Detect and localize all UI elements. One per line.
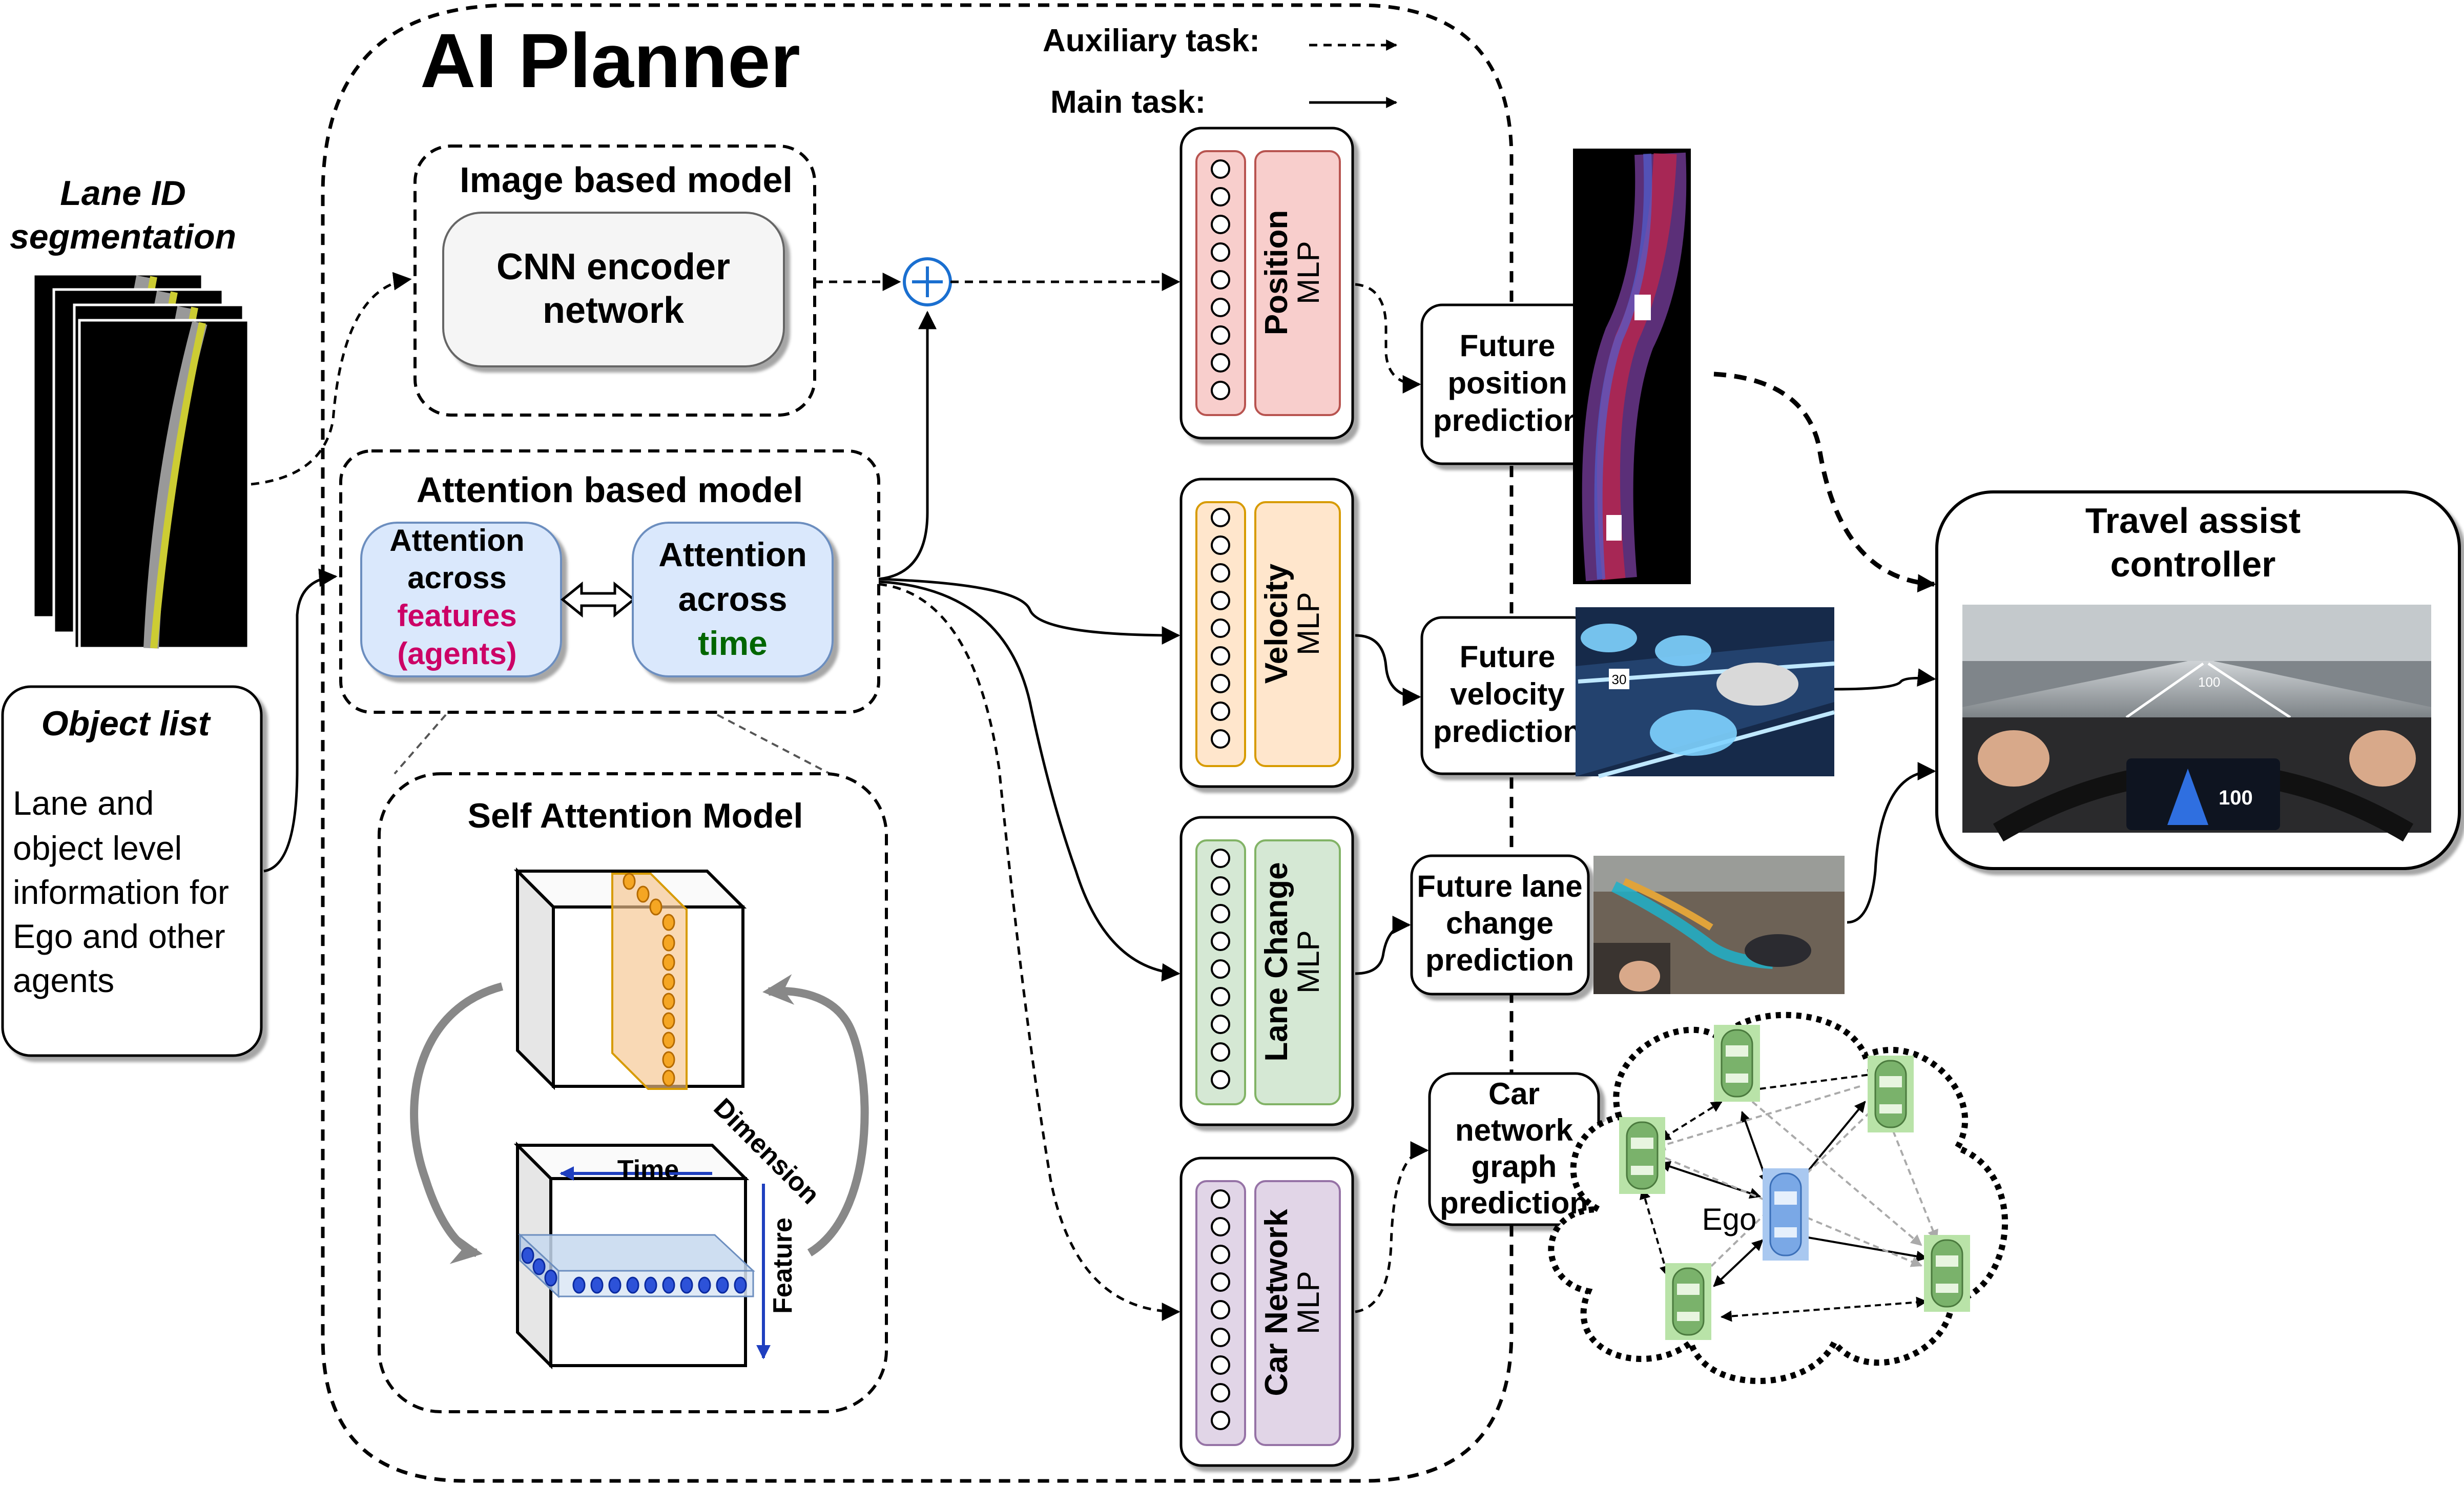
head-velocity-label: Velocity bbox=[1259, 563, 1294, 684]
head-car-network-mlp: MLP bbox=[1291, 1271, 1326, 1334]
car-node-top bbox=[1714, 1025, 1760, 1102]
object-list-box bbox=[1, 685, 263, 1057]
cockpit-hud-speed: 100 bbox=[2198, 674, 2220, 690]
output-lane-1: Future lane bbox=[1417, 869, 1582, 903]
edge-velocity-to-controller bbox=[1834, 668, 1936, 691]
head-velocity-mlp: MLP bbox=[1291, 592, 1326, 655]
head-car-network-label: Car Network bbox=[1259, 1209, 1294, 1396]
image-model-title: Image based model bbox=[460, 160, 793, 200]
ai-planner-container bbox=[321, 3, 1514, 1483]
travel-assist-line1: Travel assist bbox=[2085, 501, 2301, 541]
attention-features-line2: across bbox=[407, 561, 506, 595]
attention-time-line3: time bbox=[698, 624, 768, 662]
head-position: Position MLP bbox=[1179, 127, 1354, 440]
head-lane-change-mlp: MLP bbox=[1291, 930, 1326, 993]
edge-velocity-to-output bbox=[1355, 634, 1421, 706]
head-velocity: Velocity MLP bbox=[1179, 478, 1354, 788]
edge-lane-to-image bbox=[251, 272, 412, 486]
ego-label: Ego bbox=[1702, 1202, 1757, 1236]
lane-id-title-1: Lane ID bbox=[60, 174, 186, 213]
edge-attention-to-velocity bbox=[878, 578, 1181, 645]
edge-attention-to-network bbox=[878, 583, 1181, 1321]
object-list-desc-2: object level bbox=[13, 829, 182, 867]
object-list-desc-3: information for bbox=[13, 873, 229, 911]
car-node-right bbox=[1868, 1056, 1914, 1132]
edge-position-to-controller bbox=[1713, 372, 1936, 593]
attention-features-line4: (agents) bbox=[397, 636, 516, 671]
bidirectional-arrow-icon bbox=[561, 581, 636, 618]
legend-main-label: Main task: bbox=[1050, 85, 1206, 120]
output-lane-box bbox=[1410, 854, 1590, 996]
cycle-arrow-right bbox=[762, 974, 869, 1256]
object-list-desc-1: Lane and bbox=[13, 784, 154, 822]
output-position-3: prediction bbox=[1433, 403, 1582, 438]
cnn-encoder-box bbox=[442, 212, 785, 367]
output-network-2: network bbox=[1455, 1113, 1573, 1147]
output-velocity-3: prediction bbox=[1433, 714, 1582, 749]
edge-attention-to-lane bbox=[878, 580, 1181, 982]
head-lane-change: Lane Change MLP bbox=[1179, 816, 1354, 1126]
edge-object-to-attention bbox=[263, 568, 338, 873]
position-prediction-image bbox=[1573, 149, 1691, 584]
attention-time-box bbox=[632, 522, 834, 677]
travel-assist-line2: controller bbox=[2110, 544, 2276, 584]
output-velocity-2: velocity bbox=[1450, 677, 1565, 711]
head-position-mlp: MLP bbox=[1291, 241, 1326, 304]
diagram-title: AI Planner bbox=[420, 17, 800, 104]
velocity-prediction-image: 30 bbox=[1576, 607, 1835, 778]
cockpit-speed: 100 bbox=[2219, 787, 2253, 809]
edge-attention-to-plus bbox=[878, 311, 937, 581]
output-network-1: Car bbox=[1488, 1077, 1540, 1111]
object-list-desc-4: Ego and other bbox=[13, 917, 225, 955]
sign-value: 30 bbox=[1612, 672, 1627, 687]
cycle-arrow-left bbox=[410, 982, 504, 1264]
edge-lane-to-output bbox=[1355, 916, 1411, 975]
lane-segmentation-stack bbox=[32, 273, 250, 650]
self-attention-box bbox=[378, 772, 888, 1413]
self-attention-title: Self Attention Model bbox=[468, 796, 803, 835]
head-lane-change-label: Lane Change bbox=[1259, 862, 1294, 1061]
attention-features-line3: features bbox=[397, 599, 516, 633]
attention-time-line1: Attention bbox=[658, 535, 807, 573]
attention-cube-top bbox=[513, 867, 747, 1090]
output-position-2: position bbox=[1447, 366, 1567, 400]
head-position-label: Position bbox=[1259, 210, 1294, 336]
output-lane-3: prediction bbox=[1425, 943, 1574, 977]
car-network-graph bbox=[1548, 1012, 2008, 1384]
cnn-encoder-label-2: network bbox=[543, 290, 685, 331]
legend-auxiliary-label: Auxiliary task: bbox=[1043, 23, 1260, 58]
head-car-network: Car Network MLP bbox=[1179, 1157, 1354, 1467]
car-node-ego bbox=[1763, 1168, 1809, 1261]
output-position-1: Future bbox=[1460, 328, 1556, 363]
output-network-3: graph bbox=[1472, 1149, 1557, 1184]
attention-features-line1: Attention bbox=[389, 523, 524, 558]
cnn-encoder-label-1: CNN encoder bbox=[496, 246, 730, 287]
time-axis-label: Time bbox=[617, 1155, 679, 1185]
attention-time-line2: across bbox=[678, 580, 788, 618]
attention-cube-bottom bbox=[513, 1141, 771, 1370]
output-lane-2: change bbox=[1446, 906, 1554, 940]
edge-position-to-output bbox=[1355, 283, 1421, 394]
car-node-bottom-right bbox=[1924, 1235, 1970, 1312]
car-node-bottom-left bbox=[1665, 1263, 1711, 1340]
object-list-desc-5: agents bbox=[13, 961, 114, 999]
output-velocity-1: Future bbox=[1460, 640, 1556, 674]
feature-axis-label: Feature bbox=[768, 1218, 798, 1314]
lane-change-prediction-image bbox=[1593, 856, 1845, 994]
output-network-4: prediction bbox=[1440, 1186, 1588, 1220]
cockpit-image: 100 100 bbox=[1962, 605, 2431, 842]
lane-id-title-2: segmentation bbox=[10, 217, 236, 256]
edge-network-to-output bbox=[1355, 1141, 1429, 1313]
edge-lane-to-controller bbox=[1847, 762, 1936, 924]
attention-model-title: Attention based model bbox=[417, 470, 803, 510]
object-list-title: Object list bbox=[42, 704, 211, 743]
car-node-left bbox=[1619, 1117, 1665, 1194]
